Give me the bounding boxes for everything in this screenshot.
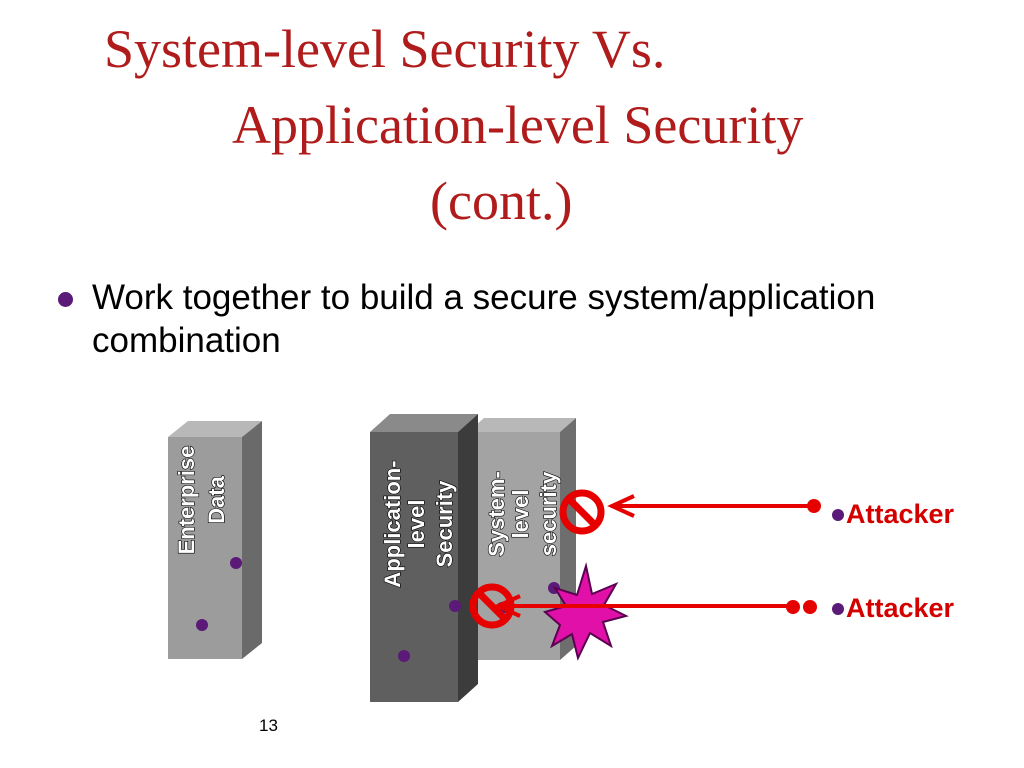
page-number: 13	[259, 716, 278, 735]
sys-line-3: security	[536, 471, 561, 556]
attacker-bullet-2-icon	[832, 603, 844, 615]
application-label: Application- level Security	[379, 460, 457, 588]
application-level-security-block	[370, 414, 478, 702]
enterprise-data-block	[168, 421, 262, 659]
attack-arrow-upper	[607, 494, 821, 518]
sys-line-2: level	[508, 490, 533, 539]
enterprise-line-2: Data	[204, 475, 229, 523]
attacker-label-2: Attacker	[846, 593, 955, 623]
prohibited-icon-upper	[559, 489, 605, 535]
app-line-3: Security	[432, 480, 457, 568]
enterprise-label: Enterprise Data	[173, 445, 229, 555]
sys-line-1: System-	[484, 471, 509, 557]
app-line-1: Application-	[380, 460, 405, 587]
attacker-label-1: Attacker	[846, 499, 955, 529]
slide-title-line-1: System-level Security Vs.	[104, 19, 666, 79]
slide-title-line-3: (cont.)	[430, 171, 573, 231]
enterprise-line-1: Enterprise	[174, 446, 199, 555]
bullet-text: Work together to build a secure system/a…	[92, 278, 876, 360]
breach-burst-icon	[542, 562, 629, 661]
bullet-dot-icon	[58, 292, 73, 307]
app-line-2: level	[404, 500, 429, 549]
attacker-bullet-1-icon	[832, 509, 844, 521]
prohibited-icon-lower	[469, 583, 515, 629]
slide-title-line-2: Application-level Security	[232, 95, 804, 155]
system-label: System- level security	[483, 470, 561, 557]
